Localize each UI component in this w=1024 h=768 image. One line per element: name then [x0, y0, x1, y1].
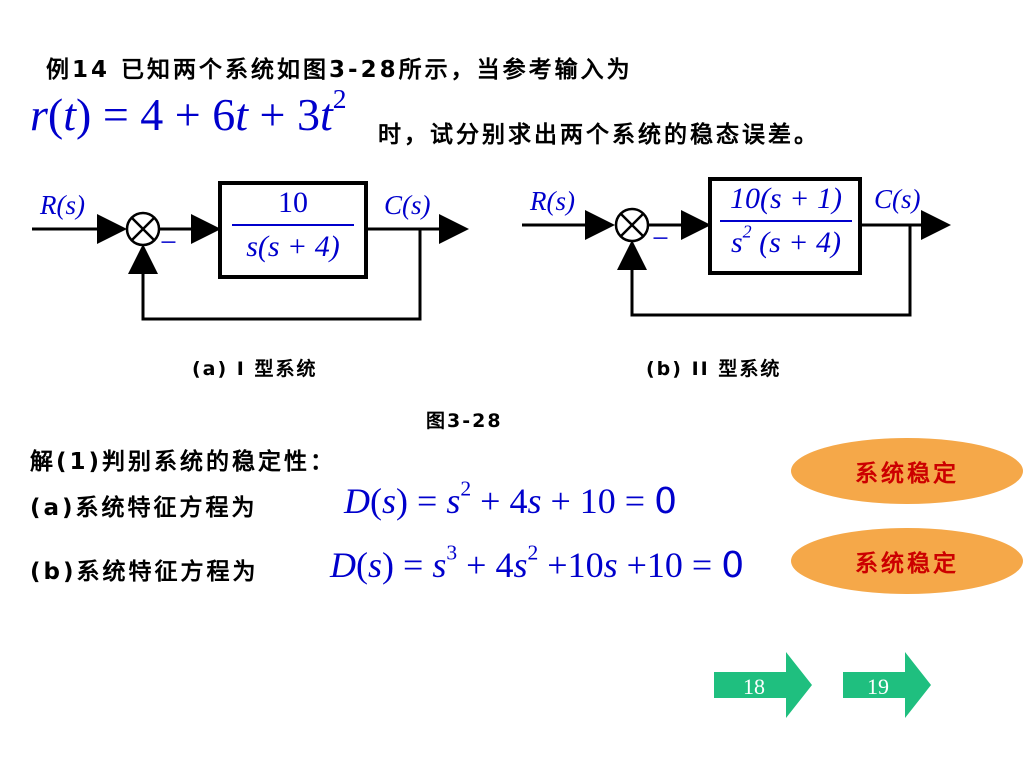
tf-b-numerator: 10(s + 1) — [730, 182, 842, 215]
characteristic-equation-b: D(s) = s3 + 4s2 +10s +10 = 0 — [330, 540, 745, 586]
equation-b-label: (b)系统特征方程为 — [30, 559, 259, 585]
problem-line-1: 例14 已知两个系统如图3-28所示，当参考输入为 — [46, 57, 633, 83]
caption-a: (a) I 型系统 — [192, 358, 318, 380]
input-signal-b: R(s) — [530, 186, 575, 216]
right-arrow-icon — [714, 652, 812, 718]
right-arrow-icon — [843, 652, 931, 718]
stable-badge-b: 系统稳定 — [791, 528, 1023, 594]
stable-badge-a: 系统稳定 — [791, 438, 1023, 504]
minus-sign-a: − — [160, 226, 177, 259]
output-signal-a: C(s) — [384, 190, 431, 220]
tf-a-numerator: 10 — [278, 186, 308, 219]
equation-a-label: (a)系统特征方程为 — [30, 495, 258, 521]
caption-b: (b) II 型系统 — [646, 358, 782, 380]
summing-junction-a — [125, 211, 161, 247]
tf-a-denominator: s(s + 4) — [246, 230, 340, 263]
transfer-block-a — [218, 181, 368, 279]
nav-prev-label: 18 — [743, 674, 765, 699]
output-signal-b: C(s) — [874, 184, 921, 214]
summing-junction-b — [614, 207, 650, 243]
transfer-block-b — [708, 177, 862, 275]
nav-next-label: 19 — [867, 674, 889, 699]
tf-b-denominator: s2 (s + 4) — [730, 221, 842, 259]
minus-sign-b: − — [652, 222, 669, 255]
nav-next-button[interactable]: 19 — [843, 652, 943, 718]
block-diagrams — [32, 177, 951, 321]
solution-heading: 解(1)判别系统的稳定性： — [30, 449, 337, 475]
diagram-b — [522, 177, 951, 317]
characteristic-equation-a: D(s) = s2 + 4s + 10 = 0 — [344, 476, 677, 522]
transfer-function-b: 10(s + 1) s2 (s + 4) — [720, 184, 852, 258]
figure-label: 图3-28 — [426, 410, 503, 432]
problem-line-2: 时，试分别求出两个系统的稳态误差。 — [378, 122, 820, 148]
transfer-function-a: 10 s(s + 4) — [232, 188, 354, 262]
input-signal-a: R(s) — [40, 190, 85, 220]
input-equation: r(t) = 4 + 6t + 3t2 — [30, 82, 347, 140]
diagram-a — [32, 181, 469, 321]
nav-prev-button[interactable]: 18 — [714, 652, 814, 718]
